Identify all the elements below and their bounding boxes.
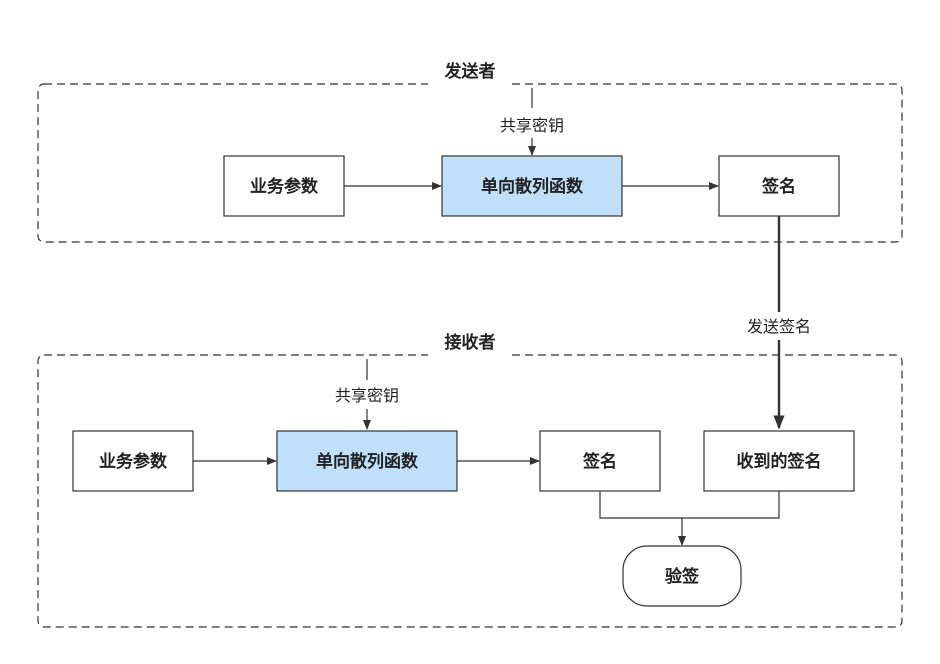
sender-group: 发送者 共享密钥 业务参数 单向散列函数 签名: [37, 58, 903, 243]
receiver-group-frame: [37, 354, 903, 628]
verify-label: 验签: [665, 566, 700, 587]
sender-hash-label: 单向散列函数: [481, 176, 584, 197]
receiver-hash-node: 单向散列函数: [276, 430, 458, 492]
receiver-params-label: 业务参数: [99, 451, 168, 472]
receiver-group: 接收者 共享密钥 业务参数 单向散列函数 签名 收到的签名 验签: [37, 328, 903, 628]
transfer-label-bg: [736, 312, 822, 340]
transfer-signature-label: 发送签名: [747, 317, 811, 336]
sender-params-node: 业务参数: [223, 155, 345, 217]
sender-params-label: 业务参数: [250, 176, 319, 197]
receiver-signature-node: 签名: [539, 430, 661, 492]
received-signature-label: 收到的签名: [737, 451, 822, 472]
transfer-edge-group: 发送签名: [736, 216, 822, 430]
receiver-hash-label: 单向散列函数: [316, 451, 419, 472]
receiver-title: 接收者: [445, 332, 496, 353]
verify-node: 验签: [622, 545, 742, 607]
sender-hash-node: 单向散列函数: [441, 155, 623, 217]
sender-group-frame: [37, 83, 903, 243]
sender-signature-label: 签名: [761, 176, 796, 197]
signature-to-merge-edge: [599, 491, 682, 519]
receiver-title-bg: [428, 328, 512, 358]
receiver-signature-label: 签名: [582, 451, 617, 472]
sender-title: 发送者: [444, 61, 496, 82]
receiver-key-label: 共享密钥: [335, 386, 399, 405]
received-signature-node: 收到的签名: [703, 430, 855, 492]
receiver-params-node: 业务参数: [72, 430, 194, 492]
sender-signature-node: 签名: [718, 155, 840, 217]
sender-key-label: 共享密钥: [500, 116, 564, 135]
received-signature-to-merge-edge: [682, 491, 780, 519]
sender-title-bg: [428, 58, 512, 88]
